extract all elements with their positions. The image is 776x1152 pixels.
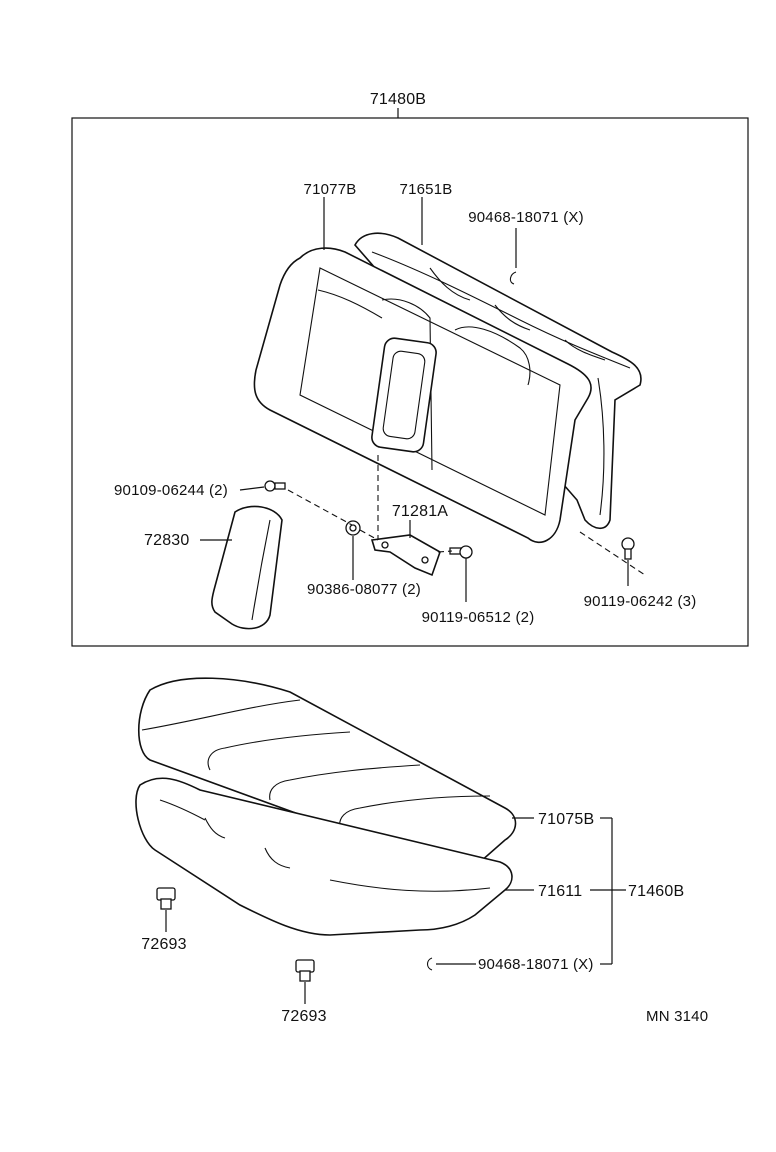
label-bolt-center: 90119-06512 (2) <box>422 609 535 626</box>
clip-left-icon <box>156 887 176 910</box>
label-hog-ring-lower: 90468-18071 (X) <box>478 956 594 973</box>
armrest-illustration <box>211 505 283 630</box>
cushion-cover-illustration <box>137 677 517 868</box>
label-seatback-pad: 71651B <box>400 181 453 198</box>
bolt-left-icon <box>264 480 286 492</box>
hog-ring-upper-icon <box>509 271 517 285</box>
seatback-cover-illustration <box>253 247 592 544</box>
label-seat-assembly: 71460B <box>628 883 684 900</box>
label-hog-ring-upper: 90468-18071 (X) <box>468 209 584 226</box>
dash-bolt-right <box>579 531 646 576</box>
clip-bottom-icon <box>295 959 315 982</box>
label-seatback-cover: 71077B <box>304 181 357 198</box>
cushion-pad-illustration <box>135 777 513 936</box>
bolt-center-icon <box>449 545 473 559</box>
label-nut: 90386-08077 (2) <box>307 581 421 598</box>
footer-code: MN 3140 <box>646 1008 708 1025</box>
hinge-illustration <box>370 534 441 577</box>
label-cushion-pad: 71611 <box>538 883 582 900</box>
label-bolt-left: 90109-06244 (2) <box>114 482 228 499</box>
label-bolt-right: 90119-06242 (3) <box>584 593 697 610</box>
label-hinge: 71281A <box>392 503 448 520</box>
label-clip-bottom: 72693 <box>281 1008 327 1025</box>
dash-hinge-bolt <box>437 550 453 553</box>
label-clip-left: 72693 <box>141 936 187 953</box>
label-assembly: 71480B <box>370 91 426 108</box>
dash-bolt-left <box>287 489 353 526</box>
nut-icon <box>345 520 361 536</box>
bolt-right-icon <box>621 537 635 560</box>
dash-nut-hinge <box>359 529 379 541</box>
hog-ring-lower-icon <box>426 957 433 971</box>
seatback-assembly-frame <box>71 117 749 647</box>
leader-bolt-left <box>239 486 265 491</box>
label-cushion-cover: 71075B <box>538 811 594 828</box>
label-armrest: 72830 <box>144 532 190 549</box>
